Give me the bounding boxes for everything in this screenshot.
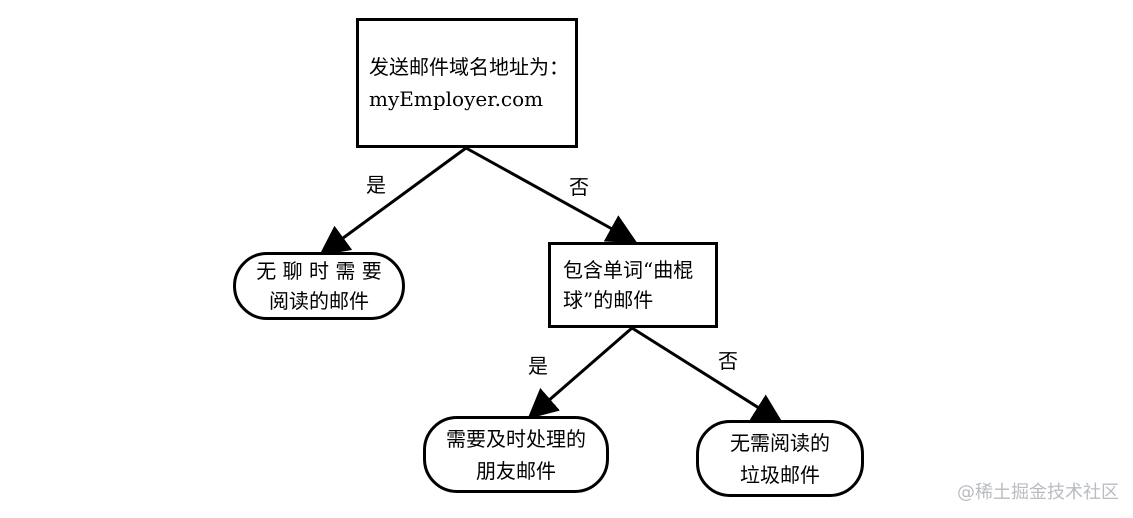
edge-label-hockey-no: 否	[718, 349, 738, 373]
bored-reading-line2: 阅读的邮件	[269, 289, 369, 313]
edge-label-root-no: 否	[569, 175, 589, 199]
edge-root-to-hockey	[465, 146, 638, 243]
edge-root-to-bored	[319, 146, 467, 256]
edge-label-root-yes: 是	[366, 173, 386, 197]
edge-hockey-to-spam	[631, 326, 784, 424]
friend-mail-line1: 需要及时处理的	[446, 426, 586, 451]
spam-mail-line2: 垃圾邮件	[740, 462, 820, 487]
site-watermark: @稀土掘金技术社区	[957, 482, 1119, 503]
spam-mail-leaf-node: 无需阅读的 垃圾邮件	[696, 420, 864, 497]
root-decision-line1: 发送邮件域名地址为：	[369, 55, 569, 79]
root-decision-line2: myEmployer.com	[369, 87, 544, 111]
hockey-decision-line2: 球”的邮件	[563, 288, 654, 312]
edge-label-hockey-yes: 是	[528, 354, 548, 378]
friend-mail-leaf-node: 需要及时处理的 朋友邮件	[423, 416, 609, 493]
root-decision-node: 发送邮件域名地址为： myEmployer.com	[356, 18, 578, 148]
bored-reading-line1: 无 聊 时 需 要	[256, 259, 382, 283]
friend-mail-line2: 朋友邮件	[476, 458, 556, 483]
hockey-decision-node: 包含单词“曲棍 球”的邮件	[548, 242, 718, 328]
bored-reading-leaf-node: 无 聊 时 需 要 阅读的邮件	[233, 252, 405, 320]
spam-mail-line1: 无需阅读的	[730, 430, 830, 455]
edge-hockey-to-friend	[527, 326, 633, 419]
hockey-decision-line1: 包含单词“曲棍	[563, 258, 694, 282]
